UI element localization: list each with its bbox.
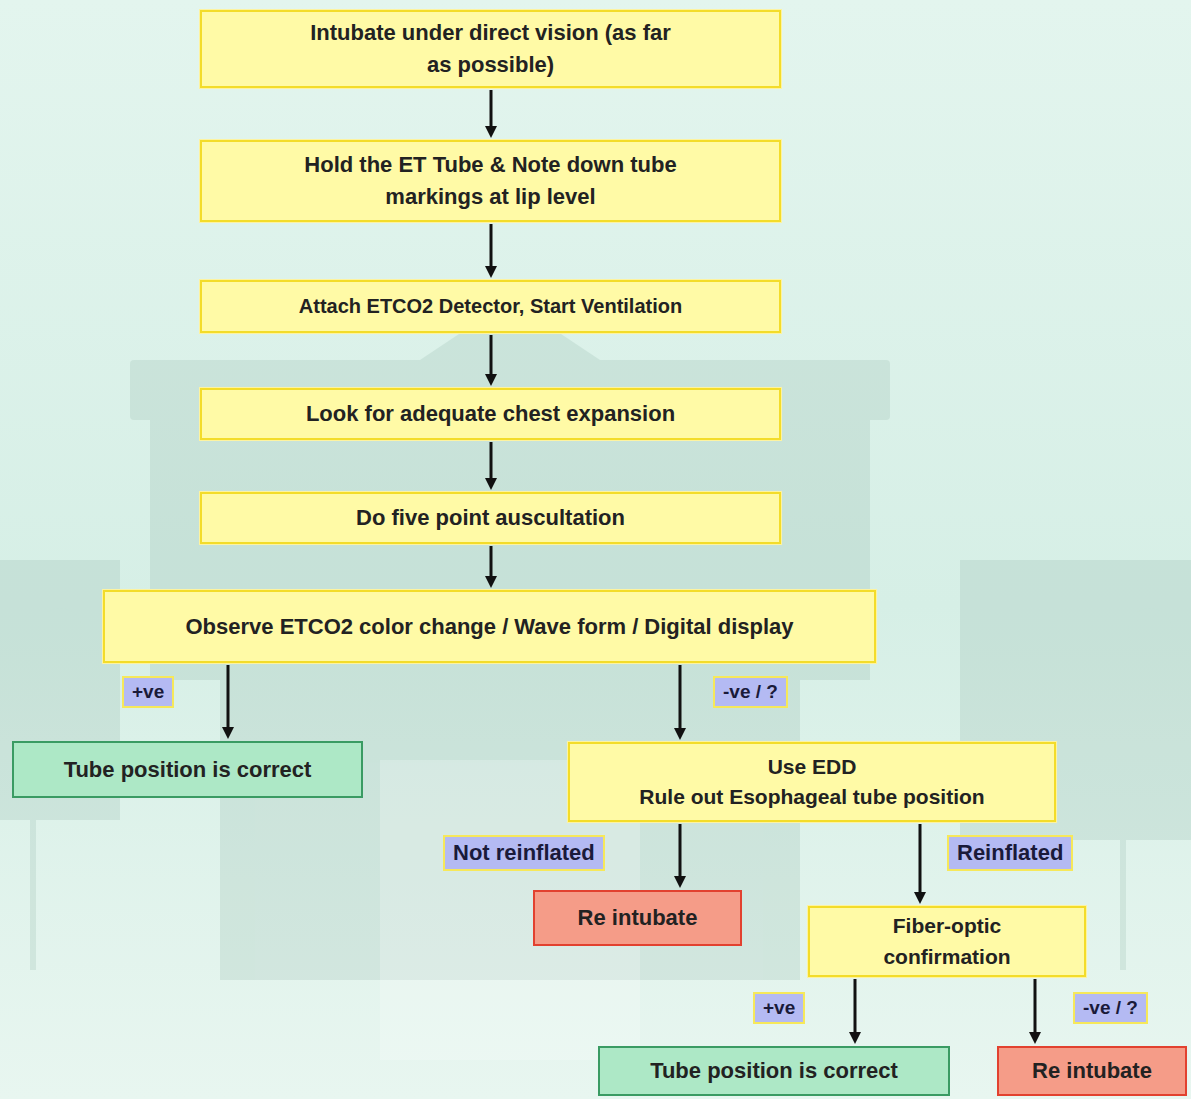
process-box: Observe ETCO2 color change / Wave form /… — [103, 590, 876, 663]
box-text: Re intubate — [578, 902, 698, 934]
flow-arrow — [674, 824, 686, 888]
process-box: Do five point auscultation — [200, 492, 781, 544]
flow-arrow — [485, 335, 497, 386]
box-text: Attach ETCO2 Detector, Start Ventilation — [299, 292, 682, 321]
box-text: Do five point auscultation — [356, 502, 625, 534]
result-box: Tube position is correct — [12, 741, 363, 798]
flow-arrow — [674, 665, 686, 740]
process-box: Fiber-optic confirmation — [808, 906, 1086, 977]
branch-label: Not reinflated — [443, 835, 605, 871]
flow-arrow — [914, 824, 926, 904]
action-box: Re intubate — [533, 890, 742, 946]
flow-arrow — [849, 979, 861, 1044]
flow-arrow — [1029, 979, 1041, 1044]
process-box: Attach ETCO2 Detector, Start Ventilation — [200, 280, 781, 333]
box-text: Re intubate — [1032, 1055, 1152, 1087]
branch-label: +ve — [753, 992, 805, 1024]
box-text: Observe ETCO2 color change / Wave form /… — [185, 611, 793, 643]
box-text: Hold the ET Tube & Note down tube markin… — [256, 149, 726, 213]
process-box: Look for adequate chest expansion — [200, 388, 781, 440]
process-box: Use EDDRule out Esophageal tube position — [568, 742, 1056, 822]
box-text: Use EDD — [768, 752, 857, 782]
action-box: Re intubate — [997, 1046, 1187, 1096]
branch-label: -ve / ? — [713, 676, 788, 708]
process-box: Intubate under direct vision (as far as … — [200, 10, 781, 88]
process-box: Hold the ET Tube & Note down tube markin… — [200, 140, 781, 222]
branch-label: Reinflated — [947, 835, 1073, 871]
branch-label: +ve — [122, 676, 174, 708]
flow-arrow — [222, 665, 234, 739]
box-text: Intubate under direct vision (as far as … — [301, 17, 681, 81]
box-text: Fiber-optic confirmation — [847, 911, 1047, 972]
flow-arrow — [485, 546, 497, 588]
branch-label: -ve / ? — [1073, 992, 1148, 1024]
box-text: Look for adequate chest expansion — [306, 398, 675, 430]
flow-arrow — [485, 442, 497, 490]
box-text: Tube position is correct — [650, 1055, 898, 1087]
box-text: Rule out Esophageal tube position — [639, 782, 984, 812]
box-text: Tube position is correct — [64, 754, 312, 786]
result-box: Tube position is correct — [598, 1046, 950, 1096]
flow-arrow — [485, 224, 497, 278]
flow-arrow — [485, 90, 497, 138]
